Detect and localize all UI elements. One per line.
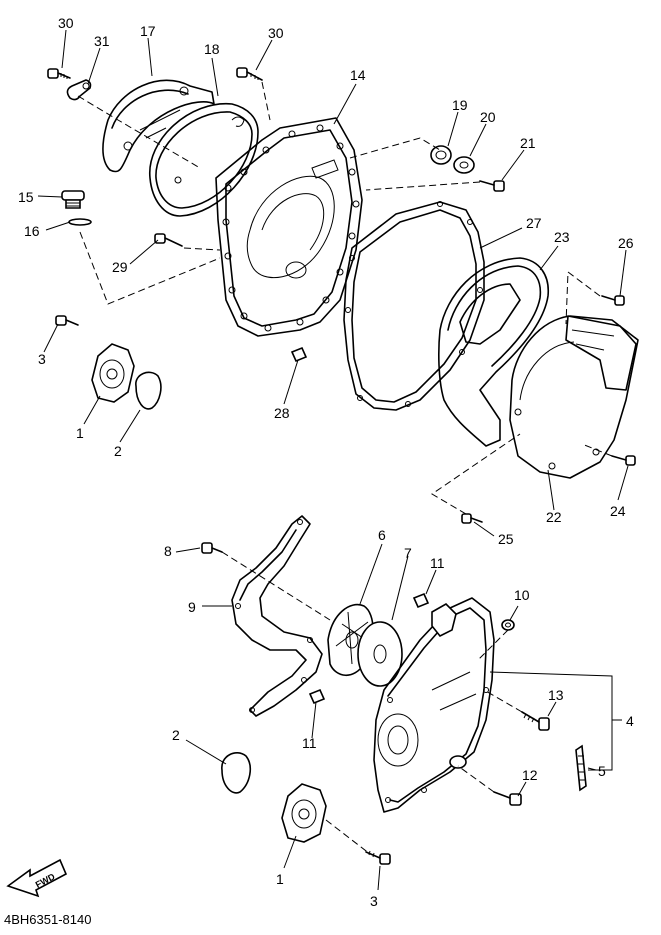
part-26-bolt xyxy=(601,295,625,306)
part-17-cover-plate xyxy=(102,79,215,173)
part-2-gasket-lower xyxy=(221,752,252,794)
part-15-filler-plug xyxy=(61,190,85,209)
callout-23: 23 xyxy=(554,229,570,245)
callout-10: 10 xyxy=(514,587,530,603)
callout-20: 20 xyxy=(480,109,496,125)
part-1-cap-lower xyxy=(281,783,327,843)
callout-11-lower: 11 xyxy=(302,735,317,751)
callout-1-upper: 1 xyxy=(76,425,84,441)
callout-14: 14 xyxy=(350,67,366,83)
callout-12: 12 xyxy=(522,767,538,783)
callout-31: 31 xyxy=(94,33,110,49)
fwd-arrow-icon: FWD xyxy=(6,858,68,898)
callout-3-upper: 3 xyxy=(38,351,46,367)
part-23-gasket xyxy=(438,257,549,447)
part-28-dowel xyxy=(290,346,308,363)
part-30-bolt-top xyxy=(236,67,263,81)
part-31-clamp xyxy=(66,79,92,101)
callout-17: 17 xyxy=(140,23,156,39)
part-5-label-plate xyxy=(575,744,587,792)
callout-5: 5 xyxy=(598,763,606,779)
diagram-code: 4BH6351-8140 xyxy=(4,912,91,927)
callout-30-top: 30 xyxy=(268,25,284,41)
callout-8: 8 xyxy=(164,543,172,559)
part-30-bolt-left xyxy=(47,68,71,79)
callout-2-lower: 2 xyxy=(172,727,180,743)
part-19-grommet xyxy=(430,145,452,165)
part-24-bolt xyxy=(611,455,636,466)
part-11-dowel-lower xyxy=(308,688,326,705)
leader-lines xyxy=(37,29,629,891)
callout-2-upper: 2 xyxy=(114,443,122,459)
part-3-screw-lower xyxy=(365,850,391,865)
part-11-dowel-upper xyxy=(412,592,430,609)
lower-assembly-lines xyxy=(221,551,523,855)
callout-29: 29 xyxy=(112,259,128,275)
part-4-crankcase-cover xyxy=(373,597,495,813)
part-13-bolt xyxy=(521,711,550,731)
part-29-bolt xyxy=(154,233,183,247)
callout-28: 28 xyxy=(274,405,290,421)
part-1-cap-upper xyxy=(91,343,135,403)
callout-21: 21 xyxy=(520,135,536,151)
part-8-bolt xyxy=(201,542,223,554)
callout-15: 15 xyxy=(18,189,34,205)
callout-9: 9 xyxy=(188,599,196,615)
upper-assembly-lines xyxy=(77,81,613,515)
callouts: 30 31 17 18 30 14 19 20 21 15 16 29 27 2… xyxy=(18,15,634,909)
part-14-crankcase-cover xyxy=(215,117,363,337)
callout-27: 27 xyxy=(526,215,542,231)
part-22-generator-cover xyxy=(509,315,639,479)
callout-24: 24 xyxy=(610,503,626,519)
part-10-washer xyxy=(501,619,515,631)
callout-16: 16 xyxy=(24,223,40,239)
callout-7: 7 xyxy=(404,545,412,561)
callout-25: 25 xyxy=(498,531,514,547)
callout-30-left: 30 xyxy=(58,15,74,31)
callout-13: 13 xyxy=(548,687,564,703)
callout-18: 18 xyxy=(204,41,220,57)
part-16-o-ring xyxy=(68,218,92,226)
callout-3-lower: 3 xyxy=(370,893,378,909)
part-27-gasket xyxy=(343,201,485,411)
callout-11-upper: 11 xyxy=(430,555,445,571)
callout-22: 22 xyxy=(546,509,562,525)
part-21-bolt xyxy=(479,180,505,192)
callout-1-lower: 1 xyxy=(276,871,284,887)
part-3-screw-upper xyxy=(55,315,79,326)
part-18-gasket xyxy=(149,103,259,217)
part-20-washer xyxy=(453,156,475,174)
callout-26: 26 xyxy=(618,235,634,251)
part-7-disc xyxy=(357,621,403,687)
callout-6: 6 xyxy=(378,527,386,543)
callout-19: 19 xyxy=(452,97,468,113)
part-9-gasket xyxy=(231,515,323,717)
callout-4: 4 xyxy=(626,713,634,729)
part-12-bolt xyxy=(493,791,522,806)
part-2-gasket-upper xyxy=(135,371,162,410)
part-25-bolt xyxy=(461,513,483,524)
